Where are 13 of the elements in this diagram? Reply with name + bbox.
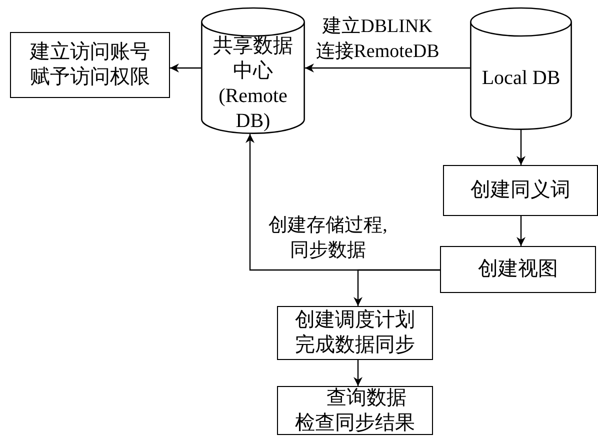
process-box: 创建同义词 [443,165,598,216]
arrow [354,360,362,386]
arrow [305,64,470,72]
database-cylinder: Local DB [470,8,572,130]
arrow [354,269,440,306]
database-cylinder: 共享数据中心 (Remote DB) [201,8,305,134]
process-box: 创建调度计划完成数据同步 [277,306,433,360]
arrow [516,216,526,246]
arrow [516,130,526,165]
process-box: 创建视图 [440,246,596,293]
arrow [170,64,201,72]
process-box: 查询数据检查同步结果 [277,386,433,435]
process-box: 建立访问账号赋予访问权限 [10,32,170,98]
